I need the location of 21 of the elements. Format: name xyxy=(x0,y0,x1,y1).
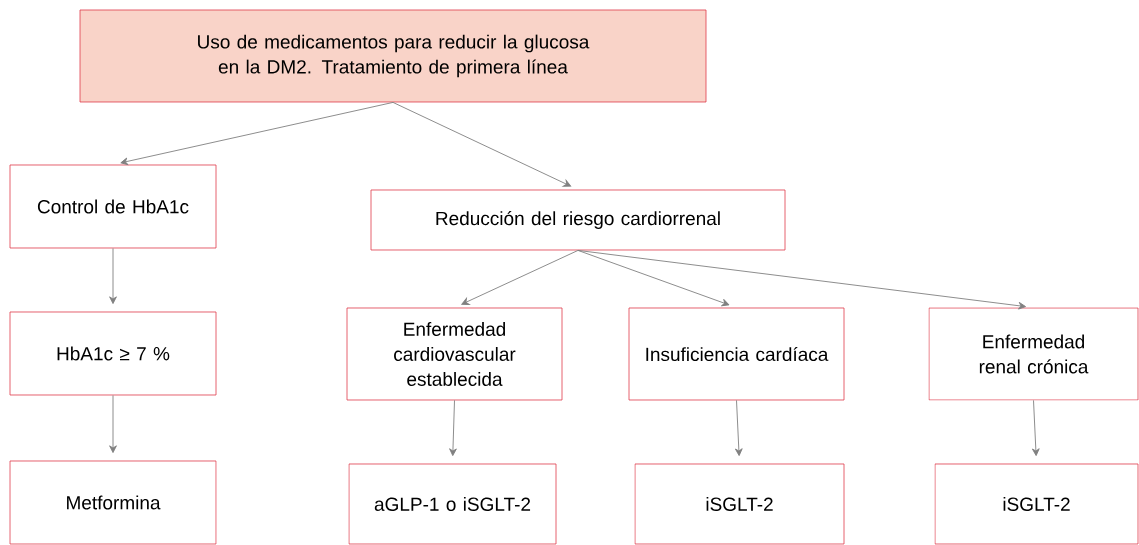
flow-box: Reducción del riesgo cardiorrenal xyxy=(370,189,786,251)
flow-box: Enfermedad renal crónica xyxy=(928,307,1139,401)
arrow xyxy=(577,249,1026,310)
arrow xyxy=(109,394,117,454)
arrow xyxy=(392,101,572,187)
flow-box: iSGLT-2 xyxy=(634,463,845,545)
header-box: Uso de medicamentos para reducir la glucosa en la DM2. Tratamiento de primera línea xyxy=(79,9,707,103)
arrow xyxy=(734,399,743,457)
flow-box: iSGLT-2 xyxy=(934,463,1139,545)
flow-box: Metformina xyxy=(9,460,217,545)
arrow xyxy=(577,249,730,307)
arrow xyxy=(120,101,394,166)
arrow xyxy=(449,399,457,457)
flow-box: Enfermedad cardiovascular establecida xyxy=(346,307,563,401)
flow-box: Control de HbA1c xyxy=(9,164,217,249)
flow-box: aGLP-1 o iSGLT-2 xyxy=(348,463,557,545)
arrow xyxy=(461,249,579,305)
arrow xyxy=(109,247,117,305)
flow-box: Insuficiencia cardíaca xyxy=(628,307,845,401)
arrow xyxy=(1031,399,1040,457)
flow-box: HbA1c ≥ 7 % xyxy=(9,311,217,396)
